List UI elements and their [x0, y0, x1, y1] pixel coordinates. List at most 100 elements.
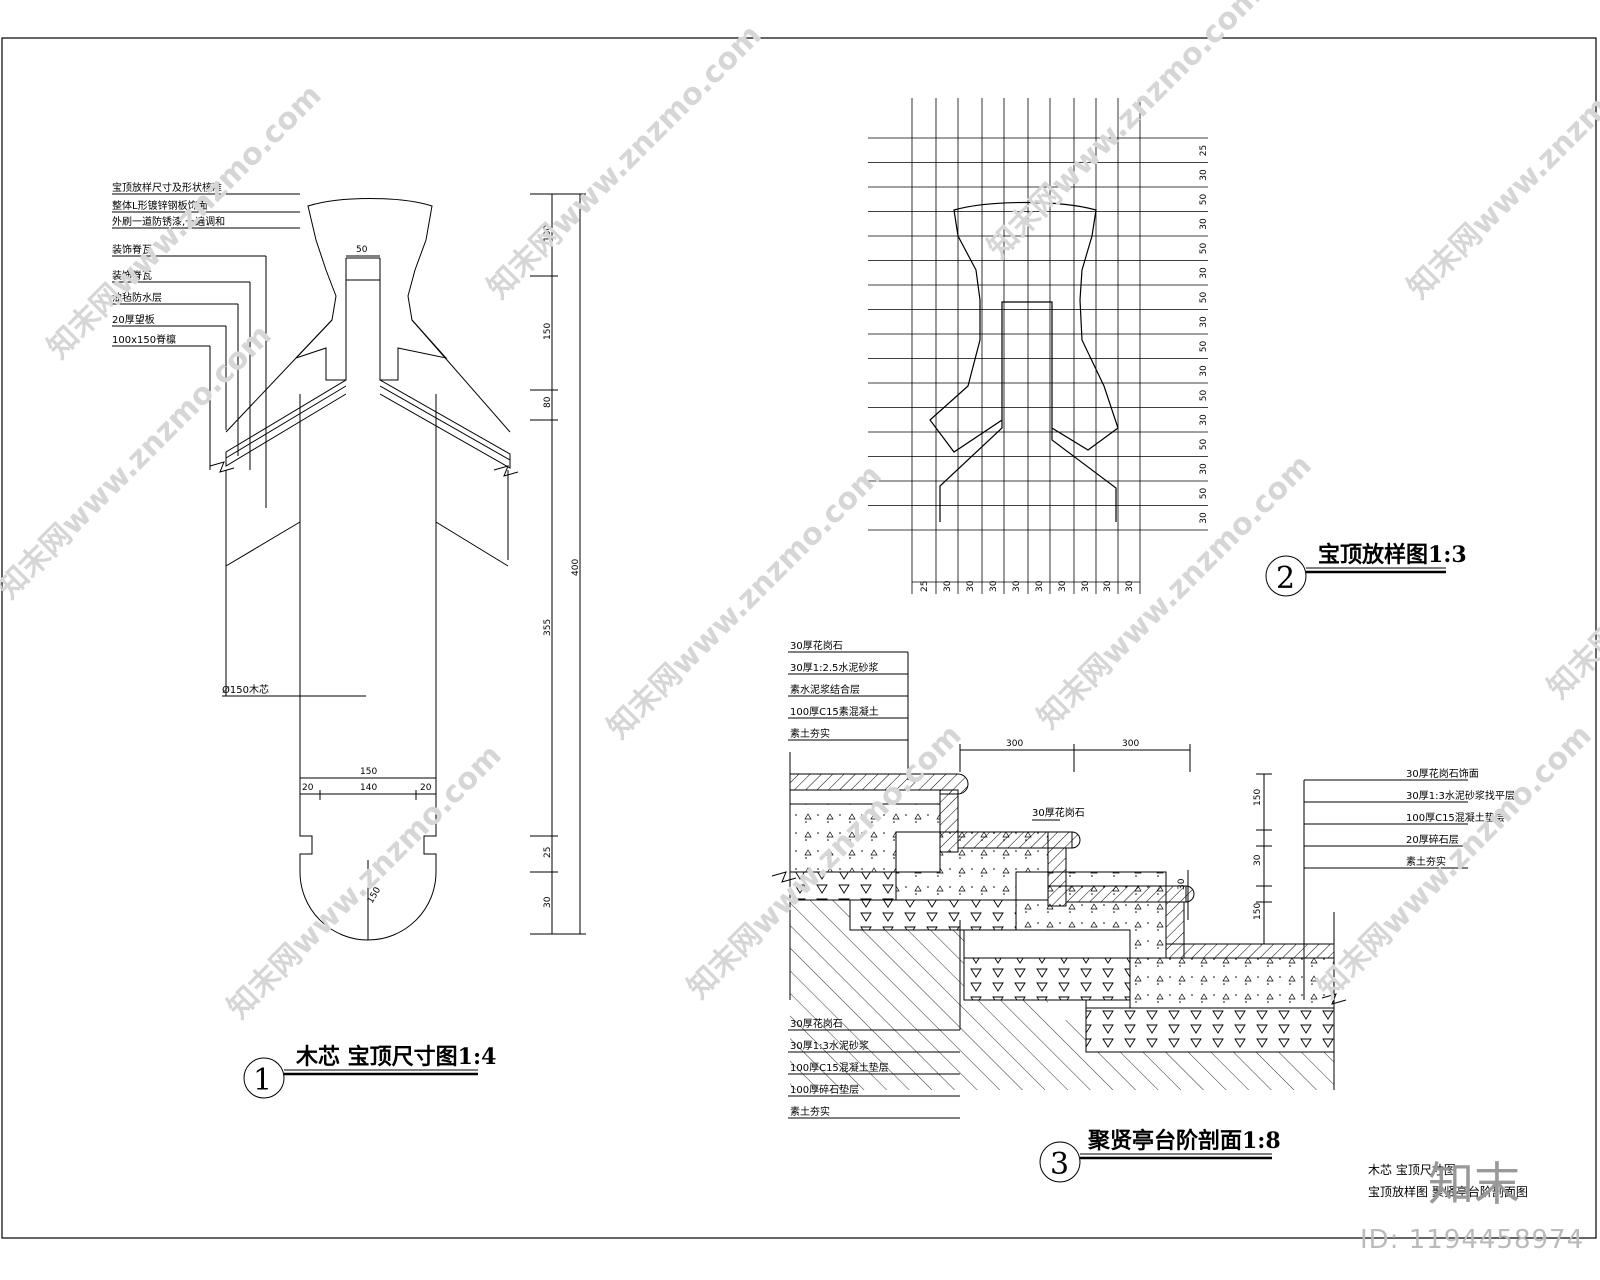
d2-dim-right: 30: [1199, 267, 1209, 279]
drawing-2-profile: [929, 201, 1119, 522]
label-9: Ø150木芯: [222, 683, 269, 696]
d2-dim-bottom: 30: [989, 580, 999, 592]
dim-r-2: 150: [543, 323, 553, 340]
d3-dim-top-2: 300: [1122, 739, 1139, 749]
d3-bottom-label-2: 30厚1:3水泥砂浆: [790, 1039, 869, 1052]
dim-i-1: 50: [356, 245, 368, 255]
d2-dim-bottom: 30: [1125, 580, 1135, 592]
d2-dim-right: 25: [1199, 145, 1209, 156]
d2-dim-right: 30: [1199, 316, 1209, 328]
drawing-1-title: 1 木芯 宝顶尺寸图1:4: [243, 1044, 496, 1099]
drawing-3-title: 3 聚贤亭台阶剖面1:8: [1039, 1128, 1281, 1183]
d2-dim-right: 50: [1199, 390, 1209, 402]
d3-bottom-label-5: 素土夯实: [790, 1105, 830, 1118]
d2-dim-right: 50: [1199, 243, 1209, 255]
d2-dim-bottom: 25: [920, 581, 930, 592]
d3-top-label-1: 30厚花岗石: [790, 639, 843, 652]
d2-dim-right: 50: [1199, 341, 1209, 353]
dim-r-4: 400: [571, 559, 581, 576]
drawing-2-title: 2 宝顶放样图1:3: [1265, 542, 1467, 597]
watermark-logo: 知末: [1428, 1157, 1520, 1211]
watermark-text: 知末网www.znzmo.com: [41, 78, 329, 366]
watermark-text: 知末网www.znzmo.com: [0, 318, 279, 606]
d2-dim-bottom: 30: [1103, 580, 1113, 592]
dim-i-4: 140: [360, 783, 377, 793]
label-7: 20厚望板: [112, 313, 155, 326]
dim-r-3: 80: [543, 396, 553, 408]
drawing-3-number: 3: [1050, 1147, 1069, 1182]
watermark-text: 知末网www.znzmo.com: [981, 0, 1269, 266]
dim-r-5: 355: [543, 619, 553, 636]
watermark-text: 知末网www.znzmo.com: [1311, 718, 1599, 1006]
d3-dim-r-1: 150: [1253, 789, 1263, 806]
dim-r-1: 100: [543, 225, 553, 242]
drawing-2-title-text: 宝顶放样图1:3: [1318, 542, 1467, 568]
d3-right-label-2: 30厚1:3水泥砂浆找平层: [1406, 789, 1515, 802]
legend-line-2: 宝顶放样图 聚贤亭台阶剖面图: [1368, 1184, 1528, 1199]
d2-dim-right: 30: [1199, 169, 1209, 181]
d3-top-label-4: 100厚C15素混凝土: [790, 705, 879, 718]
dim-i-2: 150: [360, 767, 377, 777]
d2-dim-right: 50: [1199, 292, 1209, 304]
drawing-2-grid: [868, 98, 1208, 594]
label-5: 装饰脊瓦: [112, 269, 152, 282]
d2-dim-bottom: 30: [1035, 580, 1045, 592]
d3-dim-r-2: 30: [1253, 854, 1263, 866]
d2-dim-right: 50: [1199, 488, 1209, 500]
d2-dim-right: 30: [1199, 512, 1209, 524]
drawing-1-title-text: 木芯 宝顶尺寸图1:4: [295, 1044, 496, 1070]
dim-i-3: 20: [302, 783, 314, 793]
d2-dim-right: 30: [1199, 218, 1209, 230]
dim-r-6: 25: [543, 847, 553, 858]
d3-mid-label: 30厚花岗石: [1032, 806, 1085, 819]
d2-dim-bottom: 30: [966, 580, 976, 592]
d3-right-label-5: 素土夯实: [1406, 855, 1446, 868]
watermark-id: ID: 1194458974: [1360, 1225, 1584, 1255]
d2-dim-bottom: 30: [1012, 580, 1022, 592]
sheet-border: [1, 37, 1597, 1239]
drawing-2-dims: 25 30 50 30 50 30 50 30 50 30 50 30 50 30 50 30 25 30 30 30…: [912, 145, 1209, 592]
label-6: 油毡防水层: [112, 291, 162, 304]
d3-top-label-5: 素土夯实: [790, 727, 830, 740]
label-2: 整体L形镀锌钢板饰面: [112, 199, 208, 212]
legend-line-1: 木芯 宝顶尺寸图: [1368, 1163, 1456, 1177]
label-1: 宝顶放样尺寸及形状核准: [112, 181, 222, 194]
d3-bottom-label-3: 100厚C15混凝土垫层: [790, 1061, 889, 1074]
d2-dim-right: 50: [1199, 439, 1209, 451]
d2-dim-bottom: 30: [943, 580, 953, 592]
drawing-3-title-text: 聚贤亭台阶剖面1:8: [1087, 1128, 1281, 1154]
d3-dim-r-3: 150: [1253, 903, 1263, 920]
d2-dim-bottom: 30: [1058, 580, 1068, 592]
footer-legend: 木芯 宝顶尺寸图 宝顶放样图 聚贤亭台阶剖面图: [1368, 1163, 1528, 1199]
d3-dim-r-4: 30: [1177, 878, 1187, 890]
d3-right-label-3: 100厚C15混凝土垫层: [1406, 811, 1505, 824]
d3-right-label-4: 20厚碎石层: [1406, 833, 1459, 846]
d3-top-label-3: 素水泥浆结合层: [790, 683, 860, 696]
label-3: 外刷一道防锈漆,一遍调和: [112, 215, 225, 228]
drawing-3-labels: 30厚花岗石 30厚1:2.5水泥砂浆 素水泥浆结合层 100厚C15素混凝土 …: [790, 639, 1515, 1118]
d3-dim-top-1: 300: [1006, 739, 1023, 749]
watermark-text: 知末网www.znzmo.com: [481, 18, 769, 306]
d2-dim-bottom: 30: [1081, 580, 1091, 592]
drawing-2-number: 2: [1276, 561, 1295, 596]
drawing-1-labels: 宝顶放样尺寸及形状核准 整体L形镀锌钢板饰面 外刷一道防锈漆,一遍调和 装饰脊瓦…: [112, 181, 581, 908]
drawing-3-section: [771, 651, 1468, 1119]
d2-dim-right: 50: [1199, 194, 1209, 206]
d3-bottom-label-1: 30厚花岗石: [790, 1017, 843, 1030]
watermark-text: 知末网www.znzmo.com: [1541, 418, 1600, 706]
drawing-1-number: 1: [253, 1063, 272, 1098]
watermark-text: 知末网www.znzmo.com: [221, 738, 509, 1026]
dim-i-5: 20: [420, 783, 432, 793]
label-8: 100x150脊檩: [112, 333, 176, 346]
drawing-1-finial-dimension: [112, 193, 586, 941]
watermark-text: 知末网www.znzmo.com: [601, 458, 889, 746]
d2-dim-right: 30: [1199, 414, 1209, 426]
d2-dim-right: 30: [1199, 463, 1209, 475]
d2-dim-right: 30: [1199, 365, 1209, 377]
label-4: 装饰脊瓦: [112, 243, 152, 256]
d3-bottom-label-4: 100厚碎石垫层: [790, 1083, 859, 1096]
watermark-text: 知末网www.znzmo.com: [1401, 18, 1600, 306]
